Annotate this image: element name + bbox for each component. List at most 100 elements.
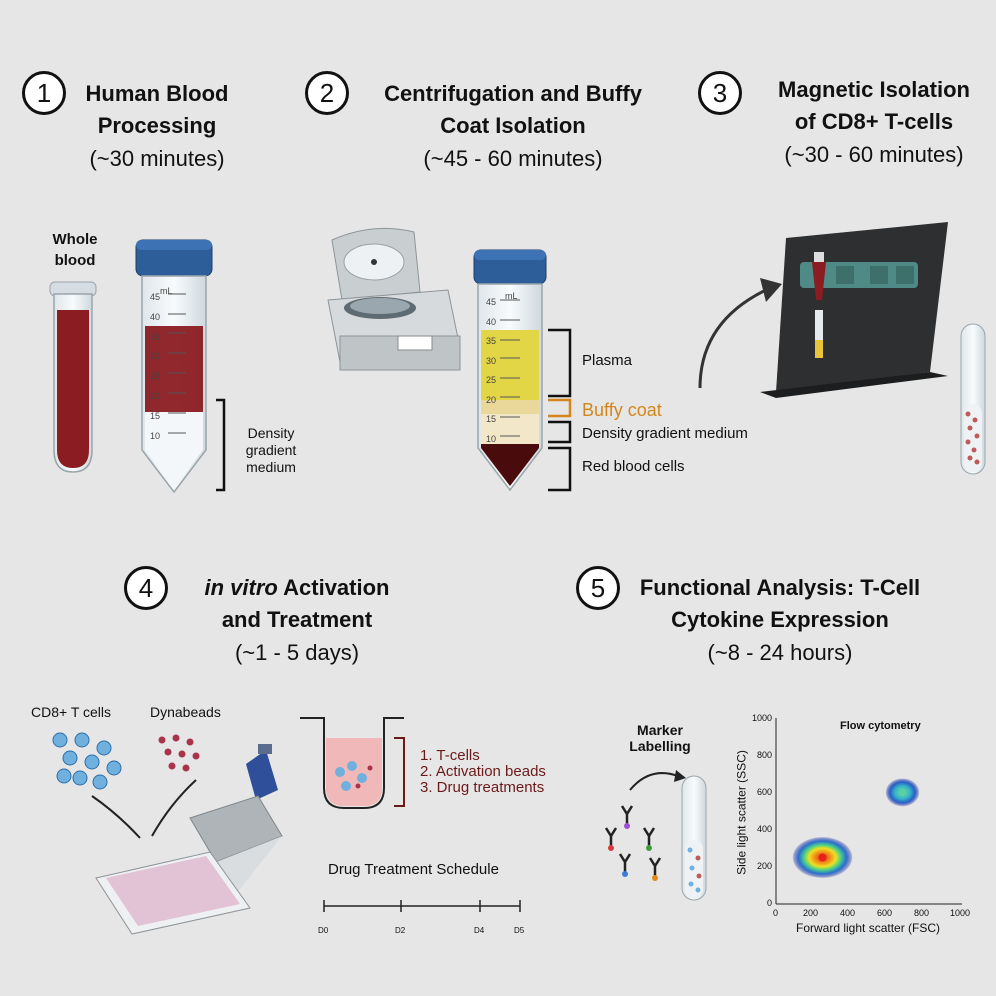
- density-bracket-1: [216, 398, 226, 492]
- step-4-duration: (~1 - 5 days): [234, 640, 360, 665]
- step-1-duration: (~30 minutes): [89, 146, 225, 171]
- step-2-duration: (~45 - 60 minutes): [423, 146, 603, 171]
- density-line3: medium: [246, 459, 296, 475]
- step-4-title-line1: in vitro Activation: [186, 572, 408, 604]
- tube-1-tick: 35: [150, 331, 161, 342]
- dynabeads-label: Dynabeads: [150, 704, 221, 720]
- density-line2: gradient: [245, 442, 297, 458]
- components-list: 1. T-cells 2. Activation beads 3. Drug t…: [420, 748, 546, 796]
- x-tick: 0: [773, 908, 779, 918]
- labelling-arrow-head: [674, 770, 686, 782]
- x-tick: 400: [840, 908, 856, 918]
- step-2-title: Centrifugation and Buffy Coat Isolation: [362, 78, 664, 142]
- flow-chart-xlabel: Forward light scatter (FSC): [796, 921, 941, 935]
- step-2-title-line2: Coat Isolation: [440, 113, 586, 138]
- step-3-title: Magnetic Isolation of CD8+ T-cells: [752, 74, 996, 138]
- schedule-tick-d2: D2: [395, 926, 406, 935]
- component-item: 1. T-cells: [420, 747, 480, 764]
- step-3-number: 3: [698, 71, 742, 115]
- whole-blood-label: Whole blood: [44, 229, 106, 271]
- components-bracket: [394, 737, 405, 807]
- y-tick: 400: [756, 824, 772, 834]
- tube-1-unit: mL: [160, 286, 173, 296]
- step-3-duration: (~30 - 60 minutes): [784, 142, 964, 167]
- dynabeads: [158, 734, 200, 772]
- tube-2-tick: 40: [486, 316, 497, 327]
- beads-arrow: [151, 779, 197, 837]
- step-4-title-rest: Activation: [277, 575, 390, 600]
- well-plate: [95, 851, 251, 935]
- step-4-title-italic: in vitro: [204, 575, 278, 600]
- transfer-arrow: [698, 286, 771, 389]
- step-5-title-line2: Cytokine Expression: [671, 607, 889, 632]
- density-bracket-2: [548, 420, 572, 444]
- tube-2-tick: 45: [486, 297, 497, 307]
- x-tick: 1000: [950, 908, 971, 918]
- flow-population-peak-2: [898, 788, 907, 797]
- y-tick: 0: [766, 898, 772, 908]
- flow-chart-marks: [792, 778, 920, 878]
- step-1-number: 1: [22, 71, 66, 115]
- x-tick: 600: [877, 908, 893, 918]
- labelling-arrow: [629, 772, 679, 791]
- step-5-duration: (~8 - 24 hours): [707, 640, 853, 665]
- tube-2-tick: 20: [486, 394, 497, 405]
- step-5-number: 5: [576, 566, 620, 610]
- y-tick: 200: [756, 861, 772, 871]
- tube-1-tick: 25: [150, 371, 161, 382]
- whole-blood-tube: [49, 281, 97, 473]
- tube-1-tick: 30: [150, 351, 161, 362]
- flow-population-peak-1: [818, 853, 827, 862]
- reaction-well: [300, 717, 404, 809]
- schedule-tick-d5: D5: [514, 926, 525, 935]
- tube-1-tick: 10: [150, 430, 161, 441]
- step-5-title-line1: Functional Analysis: T-Cell: [639, 575, 921, 600]
- isolated-cells: [965, 411, 980, 465]
- cd8-cells: [52, 732, 122, 790]
- transfer-arrow-head: [760, 278, 782, 302]
- step-4-number: 4: [124, 566, 168, 610]
- centrifuge: [327, 227, 461, 371]
- step-4-title: in vitro Activation and Treatment: [186, 572, 408, 636]
- schedule-tick-d4: D4: [474, 926, 485, 935]
- step-1-title-line1: Human Blood: [85, 81, 229, 106]
- rbc-bracket: [548, 446, 572, 492]
- centrifuged-tube: [473, 249, 547, 492]
- component-item: 3. Drug treatments: [420, 779, 545, 796]
- tube-2-tick: 30: [486, 355, 497, 366]
- step-5-title: Functional Analysis: T-Cell Cytokine Exp…: [624, 572, 936, 636]
- tube-1-tick: 45: [150, 292, 161, 302]
- marker-line1: Marker: [637, 722, 683, 738]
- y-tick: 600: [756, 787, 772, 797]
- tube-2-tick: 10: [486, 433, 497, 444]
- buffy-bracket: [548, 398, 572, 418]
- component-item: 2. Activation beads: [420, 763, 546, 780]
- step-4-title-line2: and Treatment: [221, 607, 373, 632]
- x-tick: 200: [803, 908, 819, 918]
- tube-1-ticks: [168, 293, 186, 434]
- tube-1-tick: 40: [150, 311, 161, 322]
- tube-2-unit: mL: [505, 291, 518, 301]
- antibodies: [604, 805, 662, 876]
- marker-labelling-label: Marker Labelling: [620, 722, 700, 754]
- density-label-2: Density gradient medium: [582, 425, 748, 442]
- density-tube-1: [135, 239, 213, 494]
- cd8-label: CD8+ T cells: [31, 704, 112, 720]
- tube-2-ticks: [500, 299, 520, 437]
- step-3-title-line1: Magnetic Isolation: [778, 77, 970, 102]
- tube-1-tick: 20: [150, 390, 161, 401]
- y-tick: 1000: [751, 713, 772, 723]
- x-tick: 800: [914, 908, 930, 918]
- magnet-stand: [760, 222, 948, 398]
- plasma-label: Plasma: [582, 352, 633, 369]
- whole-blood-line1: Whole: [52, 231, 98, 248]
- schedule-title: Drug Treatment Schedule: [328, 861, 499, 878]
- tube-1-tick: 15: [150, 410, 161, 421]
- buffy-coat-label: Buffy coat: [582, 400, 662, 420]
- tube-2-tick-labels: 45 40 35 30 25 20 15 10: [486, 293, 496, 449]
- rbc-label: Red blood cells: [582, 458, 685, 475]
- density-label-1: Density gradient medium: [238, 425, 304, 476]
- flow-chart-xticks: 0 200 400 600 800 1000: [766, 908, 970, 920]
- flow-chart-title: Flow cytometry: [840, 720, 921, 732]
- step-3-title-line2: of CD8+ T-cells: [794, 109, 954, 134]
